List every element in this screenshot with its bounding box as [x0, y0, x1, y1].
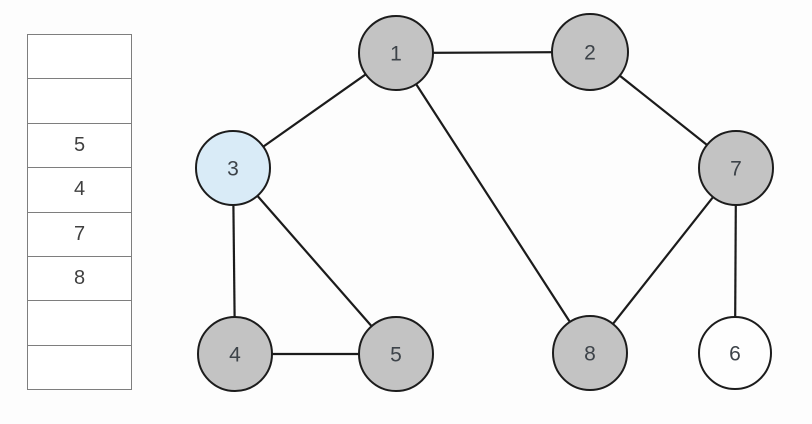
stack-cell-4: 4: [28, 168, 131, 213]
node-circle: [358, 15, 434, 91]
stack-cell-3: 5: [28, 124, 131, 169]
graph-node-5: 5: [358, 316, 434, 392]
node-label: 5: [390, 344, 402, 367]
stack-cell-6: 8: [28, 257, 131, 302]
node-circle: [195, 130, 271, 206]
graph-node-4: 4: [197, 316, 273, 392]
node-circle: [698, 316, 772, 390]
node-label: 1: [390, 43, 402, 66]
graph-node-3: 3: [195, 130, 271, 206]
graph-node-7: 7: [698, 130, 774, 206]
stack-cell-1: [28, 35, 131, 80]
node-label: 6: [729, 343, 741, 366]
node-circle: [552, 315, 628, 391]
stack-cell-2: [28, 79, 131, 124]
graph-edge-7-8: [589, 167, 737, 354]
graph-edge-3-5: [232, 167, 397, 355]
stack-cell-7: [28, 301, 131, 346]
node-circle: [551, 13, 629, 91]
node-circle: [197, 316, 273, 392]
node-label: 3: [227, 158, 239, 181]
graph-edge-1-8: [395, 52, 591, 354]
stack-cell-5: 7: [28, 213, 131, 257]
node-circle: [358, 316, 434, 392]
node-label: 7: [730, 158, 742, 181]
node-label: 8: [584, 343, 596, 366]
graph-node-6: 6: [698, 316, 772, 390]
node-circle: [698, 130, 774, 206]
graph-node-8: 8: [552, 315, 628, 391]
node-label: 4: [229, 344, 241, 367]
graph-node-1: 1: [358, 15, 434, 91]
graph-node-2: 2: [551, 13, 629, 91]
node-label: 2: [584, 42, 596, 65]
